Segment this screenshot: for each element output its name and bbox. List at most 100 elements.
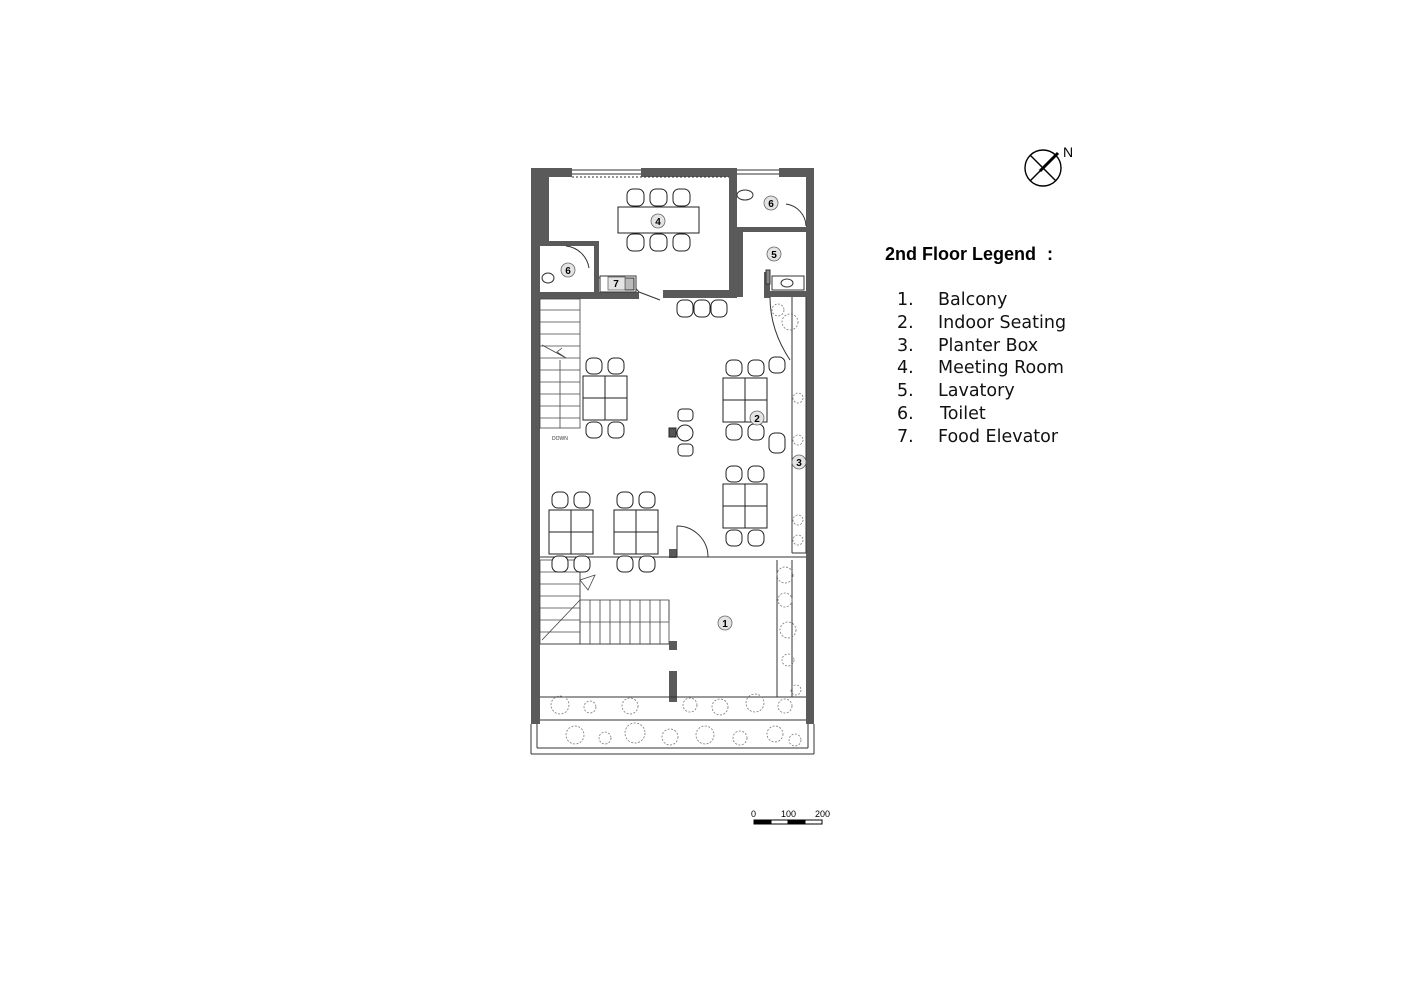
legend-item-label: Balcony <box>938 290 1008 310</box>
legend-item-num: 7. <box>897 426 914 447</box>
table-cell <box>613 531 637 555</box>
counter-stools <box>676 299 728 318</box>
table-cell <box>722 399 746 423</box>
legend-item: 5. Lavatory <box>897 380 1066 403</box>
legend-item-num: 6. <box>897 403 914 424</box>
legend-item-num: 1. <box>897 290 914 310</box>
shrub <box>792 434 804 446</box>
room-tags: 1 2 3 4 5 6 6 7 <box>560 195 807 631</box>
shrub <box>777 698 793 714</box>
legend-title-text: 2nd Floor Legend <box>885 244 1036 264</box>
legend-item: 6. Toilet <box>897 403 1066 426</box>
shrub <box>792 534 804 546</box>
round-table <box>668 408 694 457</box>
chair <box>607 357 625 375</box>
walls <box>531 168 814 724</box>
chair <box>747 423 765 441</box>
chair <box>747 465 765 483</box>
stair-down-label: DOWN <box>552 436 568 442</box>
shrub <box>565 725 585 745</box>
shrub <box>792 514 804 526</box>
table-cell <box>722 505 746 529</box>
shrub <box>776 566 794 584</box>
legend-item-label: Meeting Room <box>938 358 1064 379</box>
chair <box>616 491 634 509</box>
chair <box>747 529 765 547</box>
table-cell <box>582 397 606 421</box>
table-cell <box>722 377 746 401</box>
stairs-lower <box>539 559 670 645</box>
shrub <box>732 730 748 746</box>
shrub <box>745 693 765 713</box>
table-cell <box>722 483 746 507</box>
legend-item-num: 5. <box>897 381 914 402</box>
scale-tick-100: 100 <box>781 809 797 819</box>
thin-lines <box>530 169 815 755</box>
chair <box>768 432 786 454</box>
scale-bar <box>753 819 823 825</box>
table-cell <box>548 509 572 533</box>
table-cell <box>582 375 606 399</box>
svg-text:5: 5 <box>771 250 777 261</box>
chair <box>725 423 743 441</box>
shrub <box>792 392 804 404</box>
shrub <box>695 725 715 745</box>
legend-title-separator: : <box>1047 244 1054 264</box>
chair <box>551 491 569 509</box>
svg-text:4: 4 <box>655 217 661 228</box>
shrub <box>781 653 795 667</box>
chair <box>638 491 656 509</box>
chair <box>573 555 591 573</box>
scale-tick-200: 200 <box>815 809 831 819</box>
legend-item: 4.Meeting Room <box>897 357 1066 380</box>
svg-text:1: 1 <box>722 619 728 630</box>
table-cell <box>744 483 768 507</box>
shrub <box>621 697 639 715</box>
chair <box>551 555 569 573</box>
legend-item: 3.Planter Box <box>897 335 1066 358</box>
table-cell <box>604 375 628 399</box>
shrub <box>788 733 802 747</box>
chair <box>725 529 743 547</box>
legend-item-label: Indoor Seating <box>938 312 1067 333</box>
chair <box>616 555 634 573</box>
legend-item: 7.Food Elevator <box>897 426 1066 449</box>
svg-text:6: 6 <box>768 199 774 210</box>
legend-item-num: 3. <box>897 335 914 356</box>
shrub <box>661 728 679 746</box>
legend-item: 2. Indoor Seating <box>897 312 1066 335</box>
chair <box>573 491 591 509</box>
table-cell <box>744 505 768 529</box>
legend-item-label: Lavatory <box>938 381 1015 402</box>
legend-item-num: 2. <box>897 312 914 333</box>
legend-item-label: Toilet <box>940 403 986 424</box>
tag-toilet-left: 6 <box>560 262 576 278</box>
tag-planter-box: 3 <box>791 454 807 470</box>
shrub <box>766 725 784 743</box>
chair <box>607 421 625 439</box>
legend-list: 1. Balcony 2. Indoor Seating 3.Planter Box… <box>897 289 1066 449</box>
legend-item: 1. Balcony <box>897 289 1066 312</box>
table-cell <box>613 509 637 533</box>
seating-tables <box>548 356 786 573</box>
shrub <box>711 698 729 716</box>
shrub <box>790 684 802 696</box>
legend-title: 2nd Floor Legend : <box>885 244 1053 265</box>
shrub <box>583 700 597 714</box>
shrub <box>598 731 612 745</box>
shrub <box>771 303 785 317</box>
north-label: N <box>1063 144 1074 160</box>
table-cell <box>570 509 594 533</box>
chair <box>638 555 656 573</box>
shrub <box>624 722 646 744</box>
planter-shrubs <box>550 303 804 747</box>
table-cell <box>635 509 659 533</box>
chair <box>585 421 603 439</box>
north-arrow-icon <box>1024 149 1062 187</box>
shrub <box>550 695 570 715</box>
chair <box>725 359 743 377</box>
scale-tick-0: 0 <box>751 809 757 819</box>
table-cell <box>744 377 768 401</box>
tag-balcony: 1 <box>717 615 733 631</box>
tag-toilet-right: 6 <box>763 195 779 211</box>
